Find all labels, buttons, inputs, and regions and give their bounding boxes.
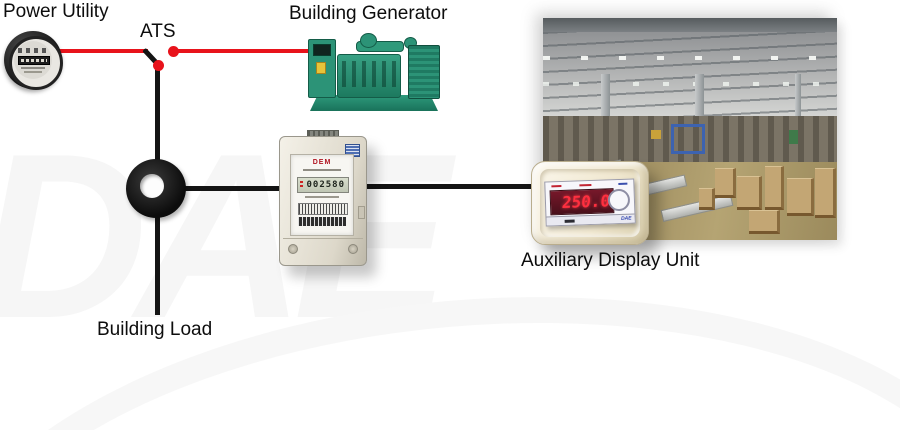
photo-cardboard-box xyxy=(715,168,736,198)
adu-bezel: 250.0 DAE xyxy=(544,178,636,227)
background-watermark: DAE xyxy=(0,104,450,367)
adu-brand-logo: DAE xyxy=(620,215,632,222)
power-utility-meter xyxy=(4,31,63,93)
meter-serial-label xyxy=(298,217,346,226)
building-generator-image xyxy=(308,33,440,111)
utility-meter-register xyxy=(18,56,50,65)
wire-meter-to-display xyxy=(363,184,537,189)
generator-radiator xyxy=(408,45,440,99)
meter-lcd: 002580 xyxy=(297,177,349,193)
wire-ats-to-generator xyxy=(178,49,311,53)
label-building-generator: Building Generator xyxy=(289,3,448,24)
photo-cardboard-box xyxy=(749,210,780,234)
photo-cardboard-box xyxy=(765,166,784,210)
meter-screw-left xyxy=(288,244,298,254)
auxiliary-display-unit: 250.0 DAE xyxy=(531,161,649,245)
photo-gantry-frame xyxy=(671,124,705,154)
adu-button xyxy=(607,188,631,212)
ats-contact-load xyxy=(153,60,164,71)
photo-cardboard-box xyxy=(737,176,762,210)
ats-contact-generator xyxy=(168,46,179,57)
wire-ct-to-meter xyxy=(181,186,282,191)
meter-cover-groove xyxy=(283,238,363,239)
meter-subtitle-line xyxy=(303,169,341,171)
photo-ceiling-beams xyxy=(543,32,837,116)
generator-panel-window xyxy=(313,44,331,56)
adu-micro-label xyxy=(551,184,562,188)
adu-display-value: 250.0 xyxy=(560,191,611,213)
generator-engine-ribs xyxy=(342,61,396,87)
generator-skid xyxy=(310,95,438,111)
meter-side-latch xyxy=(358,206,365,219)
label-auxiliary-display-unit: Auxiliary Display Unit xyxy=(521,250,700,271)
label-power-utility: Power Utility xyxy=(3,1,109,22)
meter-note-line xyxy=(305,196,339,198)
energy-meter: DEM 002580 xyxy=(279,130,367,266)
photo-cardboard-box xyxy=(787,178,814,216)
adu-slot xyxy=(564,219,575,223)
photo-machinery-band xyxy=(543,116,837,162)
photo-cardboard-box xyxy=(815,168,836,218)
adu-micro-label xyxy=(579,183,592,187)
adu-micro-label xyxy=(618,182,628,185)
adu-bottom-strip: DAE xyxy=(546,213,635,226)
utility-meter-text-line xyxy=(21,67,45,69)
meter-lcd-reading: 002580 xyxy=(306,180,345,190)
wire-utility-to-ats xyxy=(56,49,148,53)
photo-light-strip2 xyxy=(543,82,837,86)
generator-exhaust-pipe xyxy=(356,41,404,52)
label-ats: ATS xyxy=(140,21,176,42)
utility-meter-text-line2 xyxy=(24,71,42,73)
meter-barcode-label xyxy=(298,203,348,215)
generator-warning-sticker xyxy=(316,62,326,74)
current-transformer xyxy=(126,159,186,218)
label-building-load: Building Load xyxy=(97,319,213,340)
meter-face: DEM 002580 xyxy=(290,154,354,236)
photo-cardboard-box xyxy=(699,188,715,210)
photo-rack xyxy=(789,130,798,144)
meter-tariff-indicators xyxy=(300,181,303,189)
meter-brand: DEM xyxy=(312,159,332,166)
generator-turbo xyxy=(360,33,377,48)
ct-ring-hole xyxy=(140,174,164,198)
generator-engine-block xyxy=(337,54,401,98)
generator-control-cabinet xyxy=(308,39,336,98)
meter-screw-right xyxy=(348,244,358,254)
adu-led-display: 250.0 xyxy=(549,188,615,216)
utility-meter-dials xyxy=(18,48,48,53)
photo-roof-girder xyxy=(543,18,837,32)
photo-light-strip xyxy=(543,56,837,60)
photo-forklift xyxy=(651,130,661,139)
